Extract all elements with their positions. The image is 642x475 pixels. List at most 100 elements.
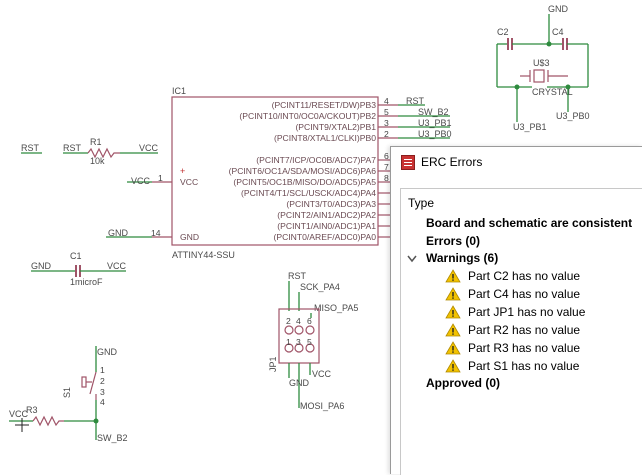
ic1-pin-name: (PCINT0/AREF/ADC0)PA0 [273, 232, 376, 242]
ic1-pin-number: 1 [158, 173, 163, 183]
erc-tree[interactable]: Type Board and schematic are consistent … [400, 188, 642, 475]
ic1-ref: IC1 [172, 86, 186, 96]
ic1-pin-number: 7 [384, 162, 389, 172]
net-label[interactable]: U3_PB0 [418, 129, 452, 139]
ic1-pin-number: 6 [384, 151, 389, 161]
s1-pin-num: 3 [100, 387, 105, 397]
warning-item[interactable]: Part R3 has no value [468, 341, 581, 355]
warning-icon [445, 341, 461, 355]
ic1-pin-name: (PCINT4/T1/SCL/USCK/ADC4)PA4 [241, 188, 376, 198]
erc-title: ERC Errors [421, 155, 483, 169]
s1-pin-num: 2 [100, 376, 105, 386]
warning-item[interactable]: Part S1 has no value [468, 359, 580, 373]
warning-icon [445, 323, 461, 337]
chevron-down-icon[interactable] [407, 255, 417, 263]
tree-column-header-type[interactable]: Type [408, 196, 435, 210]
ic1-pin-number: 2 [384, 129, 389, 139]
c1-ref: C1 [70, 251, 82, 261]
r1-resistor[interactable] [87, 147, 120, 159]
r1-value: 10k [90, 156, 105, 166]
r1-net-left[interactable]: RST [63, 143, 82, 153]
net-label[interactable]: U3_PB1 [418, 118, 452, 128]
ic1-pin-number: 3 [384, 118, 389, 128]
warning-icon [445, 305, 461, 319]
erc-titlebar[interactable]: ERC Errors [391, 147, 642, 176]
warning-icon [445, 269, 461, 283]
warning-icon [445, 359, 461, 373]
c1-value: 1microF [70, 277, 103, 287]
jp1-pin-num: 1 [286, 337, 291, 347]
warning-item[interactable]: Part R2 has no value [468, 323, 581, 337]
ic1-pin-name: (PCINT6/OC1A/SDA/MOSI/ADC6)PA6 [229, 166, 377, 176]
ic1-pin-number: 14 [151, 228, 161, 238]
c1-net-right[interactable]: VCC [107, 261, 127, 271]
net-label[interactable]: VCC [131, 176, 151, 186]
net-label[interactable]: GND [108, 228, 129, 238]
s1-ref: S1 [62, 387, 72, 398]
jp1-miso-label[interactable]: MISO_PA5 [314, 303, 358, 313]
warning-item[interactable]: Part C2 has no value [468, 269, 581, 283]
r1-ref: R1 [90, 137, 102, 147]
jp1-ref: JP1 [268, 356, 278, 372]
jp1-vcc-label[interactable]: VCC [312, 369, 332, 379]
crystal-value: CRYSTAL [532, 87, 573, 97]
c2-ref: C2 [497, 27, 509, 37]
ic1-pin-number: 8 [384, 173, 389, 183]
u3-crystal[interactable] [533, 69, 545, 83]
ic1-pin-name: GND [180, 232, 199, 242]
sw-b2-net-label[interactable]: SW_B2 [97, 433, 128, 443]
r3-vcc-label[interactable]: VCC [9, 409, 29, 419]
u3-ref: U$3 [533, 58, 550, 68]
net-label[interactable]: SW_B2 [418, 107, 449, 117]
s1-pin-num: 4 [100, 397, 105, 407]
r3-ref: R3 [26, 405, 38, 415]
tree-item-errors[interactable]: Errors (0) [426, 234, 481, 248]
ic1-pin-name: (PCINT7/ICP/OC0B/ADC7)PA7 [256, 155, 376, 165]
tree-item-approved[interactable]: Approved (0) [426, 376, 501, 390]
jp1-gnd-label[interactable]: GND [289, 378, 310, 388]
s1-switch[interactable] [89, 371, 97, 395]
s1-pin-num: 1 [100, 365, 105, 375]
ic1-pin-name: (PCINT9/XTAL2)PB1 [295, 122, 376, 132]
ic1-pin-name: (PCINT5/OC1B/MISO/DO/ADC5)PA5 [233, 177, 376, 187]
warning-item[interactable]: Part C4 has no value [468, 287, 581, 301]
jp1-pin-num: 6 [307, 316, 312, 326]
ic1-pin-name: (PCINT10/INT0/OC0A/CKOUT)PB2 [239, 111, 376, 121]
ic1-pin-name: (PCINT1/AIN0/ADC1)PA1 [277, 221, 376, 231]
jp1-pin-num: 5 [307, 337, 312, 347]
origin-mark: + [180, 166, 185, 176]
ic1-pin-name: (PCINT8/XTAL1/CLKI)PB0 [274, 133, 376, 143]
crystal-pb0-label[interactable]: U3_PB0 [556, 111, 590, 121]
ic1-pin-name: (PCINT2/AIN1/ADC2)PA2 [277, 210, 376, 220]
rst-net-label[interactable]: RST [21, 143, 40, 153]
ic1-pin-number: 4 [384, 96, 389, 106]
jp1-rst-label[interactable]: RST [288, 271, 307, 281]
s1-gnd-label[interactable]: GND [97, 347, 118, 357]
ic1-right-pin-stubs [378, 104, 450, 238]
ic1-value: ATTINY44-SSU [172, 250, 235, 260]
jp1-pin-num: 3 [296, 337, 301, 347]
warning-item[interactable]: Part JP1 has no value [468, 305, 586, 319]
r1-net-right[interactable]: VCC [139, 143, 159, 153]
r3-resistor[interactable] [32, 415, 64, 427]
c4-ref: C4 [552, 27, 564, 37]
jp1-pin-num: 2 [286, 316, 291, 326]
erc-app-icon [401, 155, 415, 170]
tree-item-consistent[interactable]: Board and schematic are consistent [426, 216, 633, 230]
crystal-pb1-label[interactable]: U3_PB1 [513, 122, 547, 132]
crosshair-cursor-icon [15, 418, 29, 432]
net-label[interactable]: RST [406, 96, 425, 106]
ic1-pin-name: (PCINT3/T0/ADC3)PA3 [286, 199, 376, 209]
jp1-sck-label[interactable]: SCK_PA4 [300, 282, 340, 292]
ic1-pin-number: 5 [384, 107, 389, 117]
warning-icon [445, 287, 461, 301]
crystal-gnd-label[interactable]: GND [548, 4, 569, 14]
c1-net-left[interactable]: GND [31, 261, 52, 271]
erc-errors-dialog[interactable]: ERC Errors Type Board and schematic are … [390, 146, 642, 475]
ic1-pin-name: (PCINT11/RESET/DW)PB3 [272, 100, 377, 110]
ic1-pin-name: VCC [180, 177, 198, 187]
jp1-mosi-label[interactable]: MOSI_PA6 [300, 401, 344, 411]
tree-item-warnings[interactable]: Warnings (6) [426, 251, 499, 265]
jp1-pin-num: 4 [296, 316, 301, 326]
